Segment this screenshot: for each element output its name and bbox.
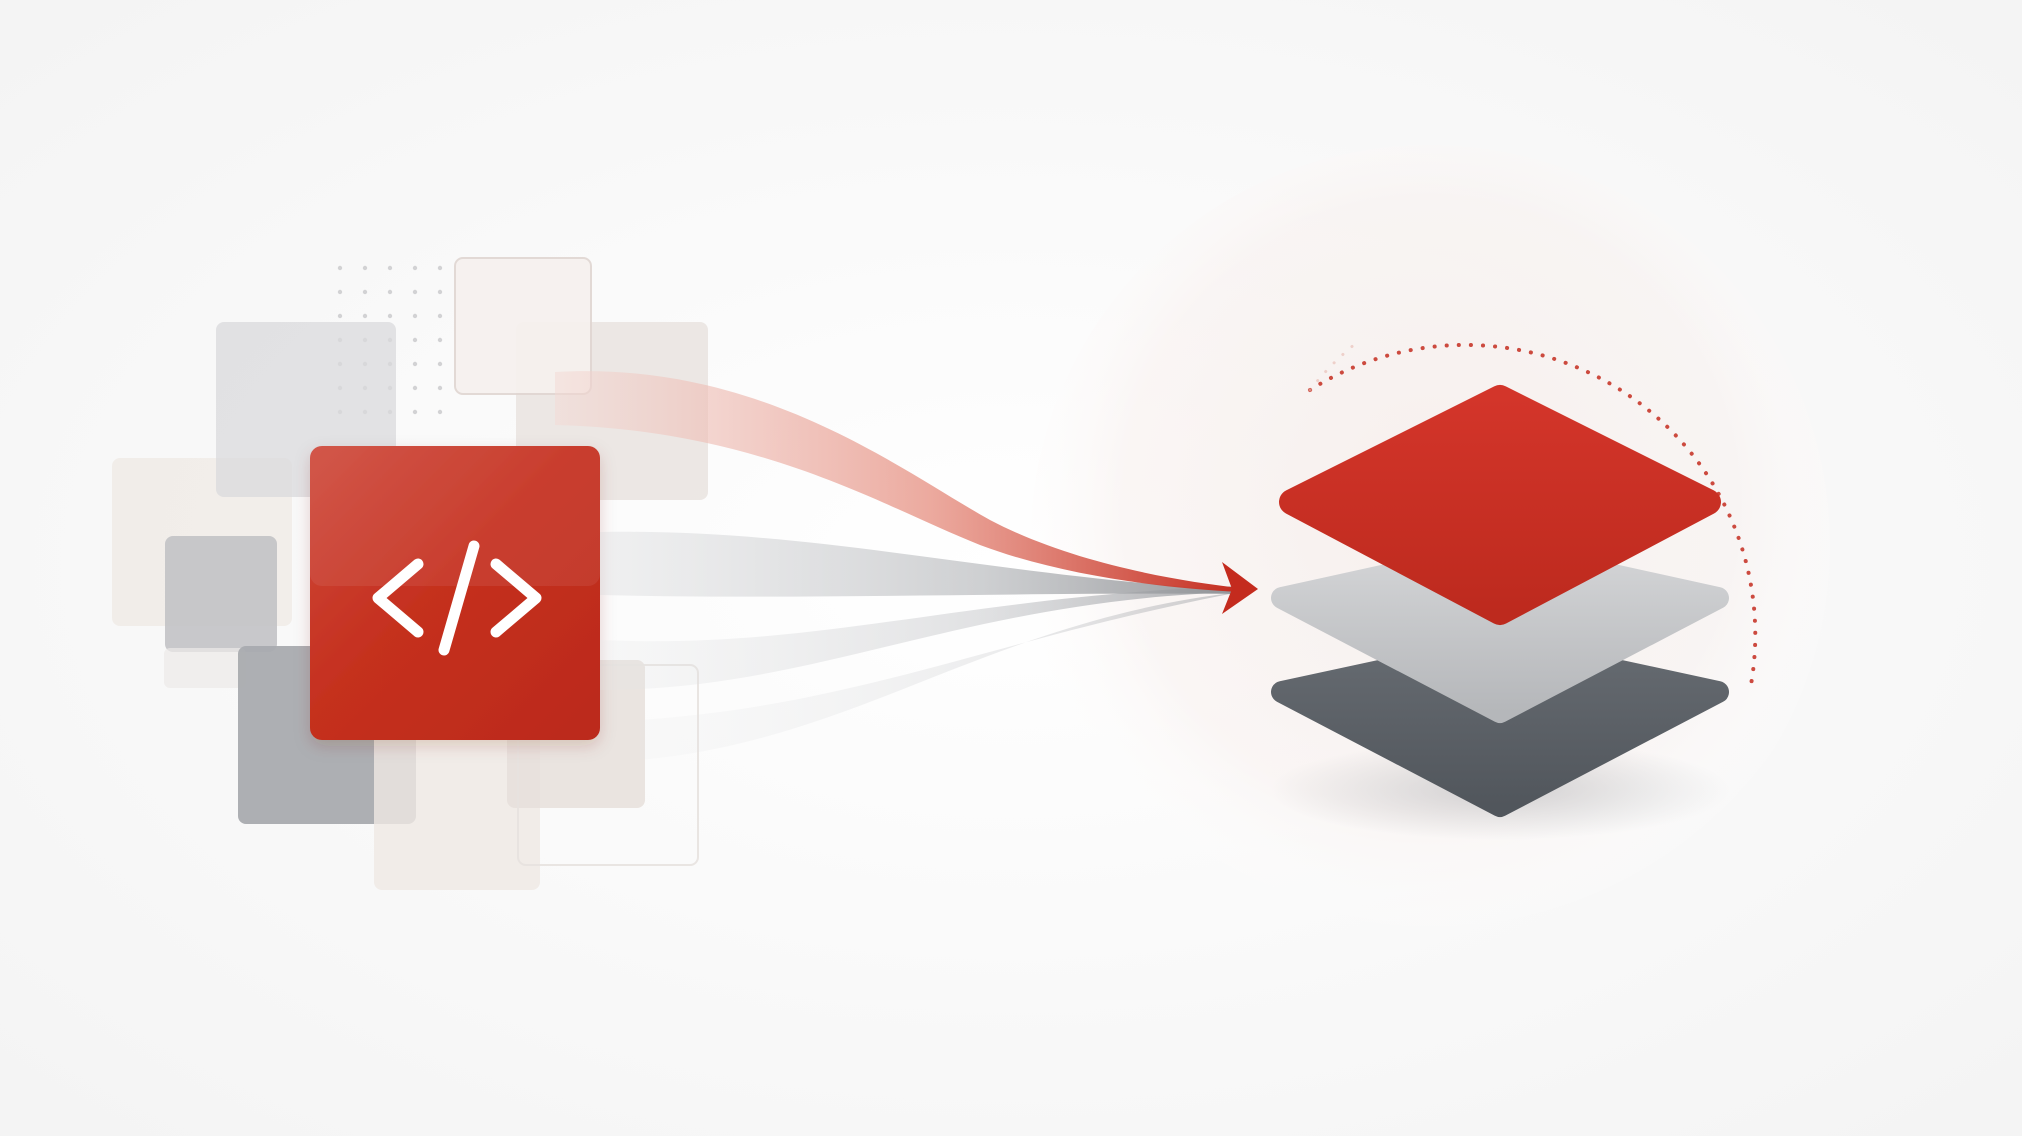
beige-tile-bottom [374, 728, 540, 890]
layer-stack-icon [1270, 385, 1730, 840]
dotted-orbit-arc-fade [1308, 338, 1362, 392]
arrow-right-icon [1222, 562, 1258, 614]
gray-tile-small-left [165, 536, 277, 652]
faint-tile-left-bottom [164, 648, 246, 688]
middle-layer-gray [1271, 539, 1729, 723]
code-brackets-icon [372, 540, 542, 656]
top-layer-red [1279, 385, 1721, 625]
red-stream [555, 371, 1240, 592]
outline-tile-top [454, 257, 592, 395]
bottom-layer-dark-body [1271, 634, 1729, 817]
gray-stream-lower [600, 586, 1240, 690]
gray-stream-upper [600, 531, 1240, 597]
source-tile-cluster [112, 257, 708, 890]
flow-streams [555, 371, 1258, 760]
gray-stream-lower-wide [640, 592, 1240, 760]
code-tile-sheen [310, 446, 600, 586]
dotted-orbit-arc [1308, 342, 1758, 692]
